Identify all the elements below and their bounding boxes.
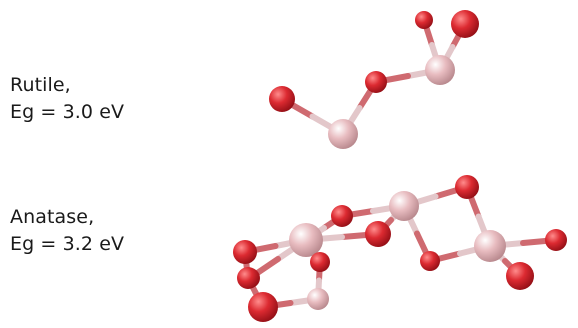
anatase-atom-oxygen-12	[237, 267, 259, 289]
anatase-atom-oxygen-3	[365, 221, 391, 247]
anatase-atom-oxygen-1	[331, 205, 353, 227]
rutile-atom-titanium-5	[328, 119, 358, 149]
rutile-atom-titanium-2	[425, 55, 455, 85]
anatase-name: Anatase,	[10, 206, 95, 228]
anatase-atom-oxygen-5	[420, 251, 440, 271]
anatase-label: Anatase, Eg = 3.2 eV	[10, 204, 124, 258]
anatase-atom-oxygen-7	[310, 252, 330, 272]
rutile-atom-oxygen-0	[415, 11, 433, 29]
rutile-atom-oxygen-4	[269, 86, 295, 112]
anatase-atom-oxygen-6	[233, 240, 257, 264]
anatase-atoms	[233, 175, 567, 322]
anatase-atom-oxygen-10	[545, 229, 567, 251]
anatase-atom-titanium-9	[474, 230, 506, 262]
anatase-atom-oxygen-11	[506, 262, 534, 290]
rutile-band-gap: Eg = 3.0 eV	[10, 101, 125, 123]
anatase-atom-titanium-13	[307, 288, 329, 310]
anatase-atom-oxygen-14	[248, 292, 278, 322]
anatase-atom-titanium-2	[389, 191, 419, 221]
rutile-atom-oxygen-1	[451, 10, 479, 38]
anatase-atom-titanium-4	[289, 223, 323, 257]
rutile-atom-oxygen-3	[365, 71, 387, 93]
rutile-atoms	[269, 10, 479, 149]
rutile-name: Rutile,	[10, 74, 71, 96]
rutile-label: Rutile, Eg = 3.0 eV	[10, 72, 124, 126]
anatase-band-gap: Eg = 3.2 eV	[10, 233, 125, 255]
anatase-atom-oxygen-0	[455, 175, 479, 199]
